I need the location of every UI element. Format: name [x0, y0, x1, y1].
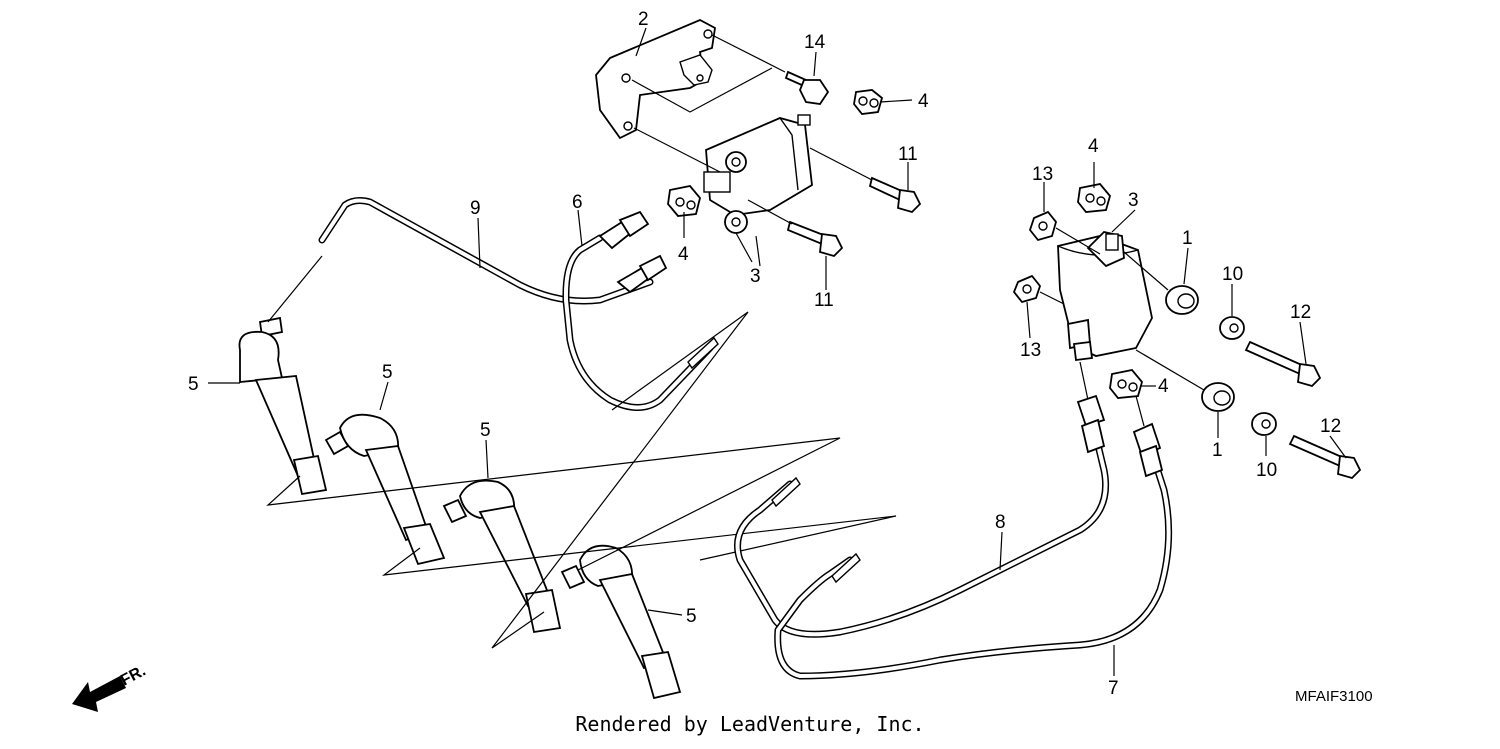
callout-13-upper: 13 — [1032, 164, 1053, 185]
callout-5-b: 5 — [382, 362, 393, 383]
callout-5-d: 5 — [686, 606, 697, 627]
plug-cap-guide-lines — [266, 255, 897, 649]
plug-cap-5-d — [560, 544, 682, 700]
callout-4-right-lower: 4 — [1158, 376, 1169, 397]
callout-leaders — [208, 27, 1347, 676]
callout-13-lower: 13 — [1020, 340, 1041, 361]
callout-10-upper: 10 — [1222, 264, 1243, 285]
callout-9: 9 — [470, 198, 481, 219]
high-tension-cord-6 — [562, 210, 719, 411]
clip-4-right-lower — [1109, 369, 1143, 399]
plug-cap-5-a — [238, 316, 328, 496]
callout-11-upper: 11 — [898, 144, 918, 165]
nut-13-upper — [1028, 210, 1057, 242]
clip-4-middle — [667, 185, 701, 217]
high-tension-cord-7 — [774, 422, 1173, 680]
callout-6: 6 — [572, 192, 583, 213]
callout-1-lower: 1 — [1212, 440, 1223, 461]
callout-12-upper: 12 — [1290, 302, 1311, 323]
callout-7: 7 — [1108, 678, 1119, 699]
bolt-14 — [784, 70, 830, 105]
clip-4-top — [853, 89, 884, 115]
callout-5-c: 5 — [480, 420, 491, 441]
footer-credit: Rendered by LeadVenture, Inc. — [575, 712, 925, 736]
bolt-12-upper — [1244, 340, 1322, 388]
bolt-11-upper — [868, 176, 922, 214]
diagram-code: MFAIF3100 — [1295, 688, 1373, 705]
callout-3-upper: 3 — [750, 266, 761, 287]
callout-11-lower: 11 — [814, 290, 834, 311]
plug-cap-5-b — [324, 413, 446, 566]
collar-10-lower — [1251, 412, 1277, 436]
callout-12-lower: 12 — [1320, 416, 1341, 437]
callout-10-lower: 10 — [1256, 460, 1277, 481]
bolt-11-lower — [786, 220, 844, 258]
assembly-lines-upper — [631, 34, 873, 263]
callout-14: 14 — [804, 32, 826, 53]
coil-bracket — [595, 19, 716, 140]
collar-10-upper — [1219, 316, 1245, 340]
ignition-coil-upper — [703, 114, 813, 234]
grommet-1-lower — [1201, 382, 1235, 412]
callout-2: 2 — [638, 9, 649, 30]
callout-4-top: 4 — [918, 91, 929, 112]
grommet-1-upper — [1165, 285, 1199, 315]
clip-4-right-upper — [1077, 183, 1111, 213]
front-arrow-icon: FR. — [72, 662, 149, 712]
callout-4-right-upper: 4 — [1088, 136, 1099, 157]
callout-1-upper: 1 — [1182, 228, 1193, 249]
callout-5-a: 5 — [188, 374, 199, 395]
ignition-coil-right — [1057, 231, 1153, 362]
high-tension-cord-9 — [318, 197, 668, 305]
high-tension-cord-8 — [734, 394, 1110, 638]
callout-3-right: 3 — [1128, 190, 1139, 211]
plug-cap-5-c — [442, 479, 562, 634]
callout-8: 8 — [995, 512, 1006, 533]
assembly-lines-right — [1039, 227, 1205, 427]
nut-13-lower — [1012, 274, 1042, 304]
bolt-12-lower — [1288, 434, 1362, 480]
callout-4-middle: 4 — [678, 244, 689, 265]
